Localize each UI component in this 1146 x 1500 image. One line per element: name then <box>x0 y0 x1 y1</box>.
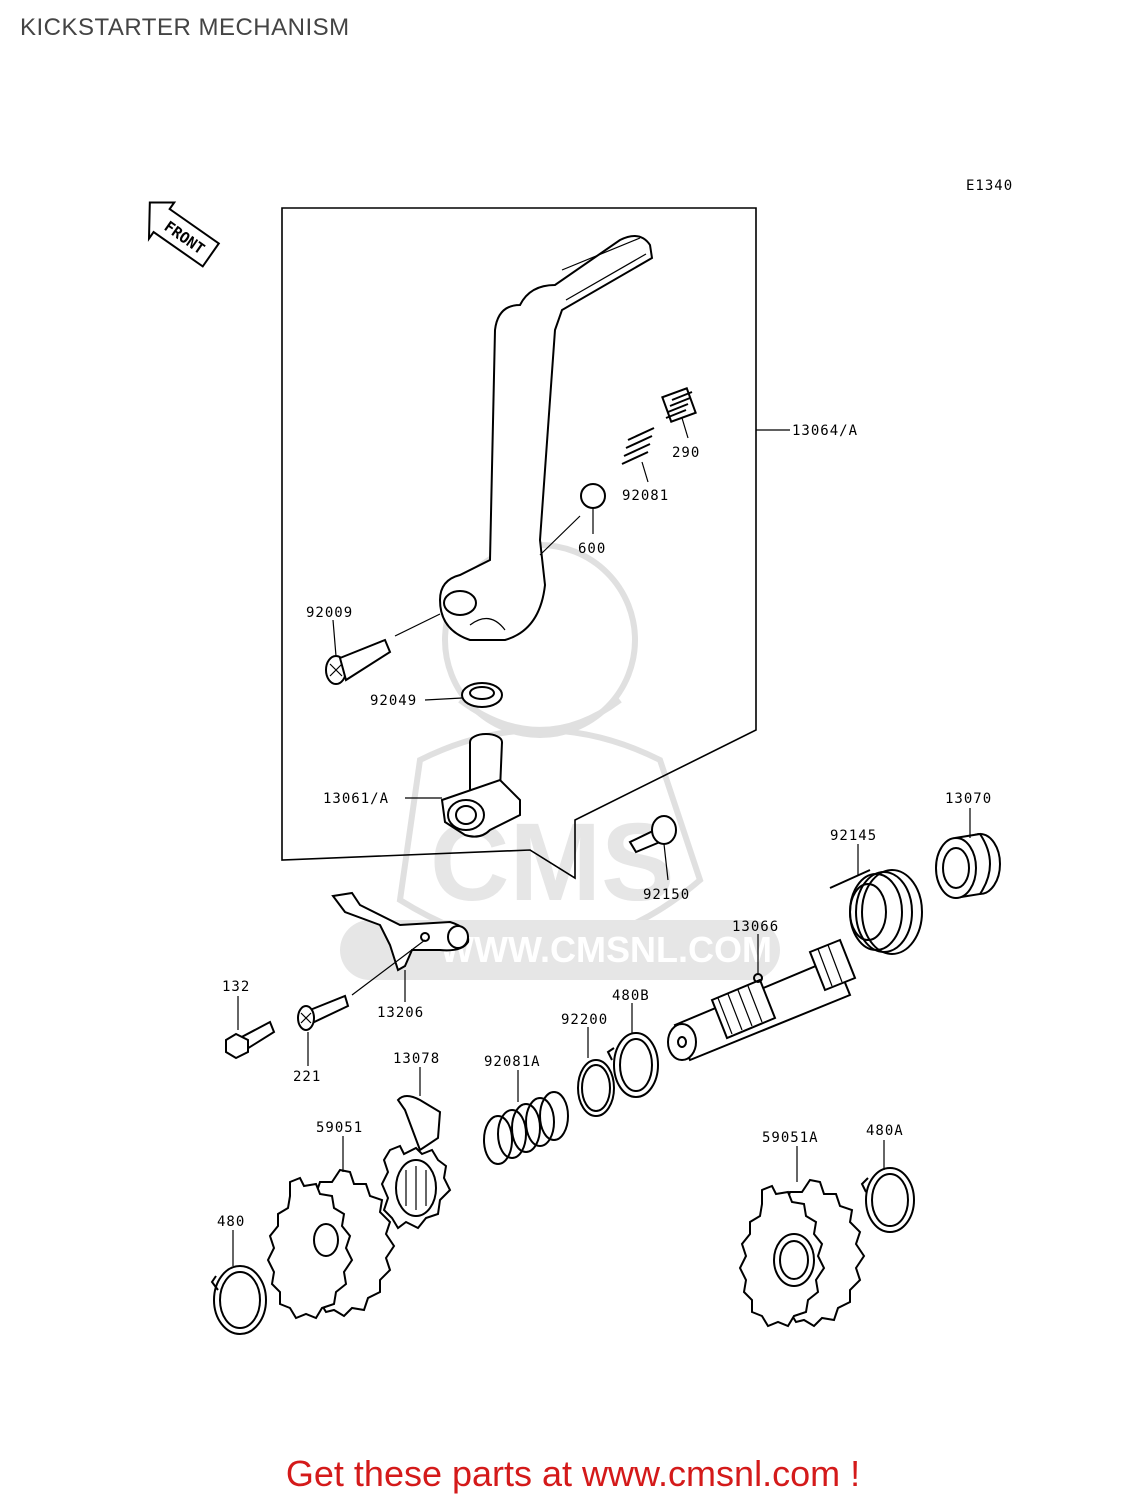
leader-600b <box>539 515 581 556</box>
washer-92200 <box>577 1059 615 1117</box>
bolt-92150 <box>628 815 677 854</box>
label-480: 480 <box>217 1214 245 1230</box>
spring-290 <box>661 387 697 423</box>
label-92200: 92200 <box>561 1012 608 1028</box>
label-13206: 13206 <box>377 1005 424 1021</box>
washer-92049 <box>461 682 503 708</box>
shaft-13066 <box>667 938 857 1062</box>
diagram-code: E1340 <box>966 178 1013 194</box>
label-92081: 92081 <box>622 488 669 504</box>
footer-link[interactable]: Get these parts at www.cmsnl.com ! <box>285 1453 861 1494</box>
bolt-92009 <box>325 638 392 685</box>
leader-92049 <box>424 697 463 701</box>
leader-290 <box>681 417 689 439</box>
spring-92081 <box>621 427 655 465</box>
bracket-cut <box>529 849 576 879</box>
collar-13070 <box>935 832 1001 899</box>
label-290: 290 <box>672 445 700 461</box>
leader-92009b <box>394 613 441 637</box>
label-221: 221 <box>293 1069 321 1085</box>
label-480b: 480B <box>612 988 650 1004</box>
kick-lever <box>438 235 654 641</box>
leader-13206-line <box>351 939 426 996</box>
ratchet-13078 <box>380 1095 452 1230</box>
bolt-132 <box>225 1020 276 1060</box>
front-arrow-icon: FRONT <box>147 201 221 268</box>
circlip-480a <box>860 1167 915 1233</box>
label-92049: 92049 <box>370 693 417 709</box>
label-132: 132 <box>222 979 250 995</box>
label-13070: 13070 <box>945 791 992 807</box>
label-13064a: 13064/A <box>792 423 858 439</box>
label-600: 600 <box>578 541 606 557</box>
label-13066: 13066 <box>732 919 779 935</box>
label-480a: 480A <box>866 1123 904 1139</box>
label-92150: 92150 <box>643 887 690 903</box>
gear-59051a <box>738 1178 866 1328</box>
screw-221 <box>297 994 350 1031</box>
label-13061a: 13061/A <box>323 791 389 807</box>
spring-92145 <box>829 869 923 955</box>
gear-59051 <box>266 1168 396 1320</box>
leader-92150 <box>663 843 669 881</box>
guide-13206 <box>331 891 470 972</box>
ball-600 <box>580 483 606 509</box>
label-59051a: 59051A <box>762 1130 819 1146</box>
watermark-url: WWW.CMSNL.COM <box>440 929 772 970</box>
circlip-480 <box>210 1265 267 1335</box>
label-92009: 92009 <box>306 605 353 621</box>
circlip-480b <box>606 1032 659 1098</box>
label-92145: 92145 <box>830 828 877 844</box>
page-title: KICKSTARTER MECHANISM <box>20 14 350 41</box>
label-13078: 13078 <box>393 1051 440 1067</box>
leader-92009 <box>332 619 337 657</box>
assembly-bracket <box>281 207 757 880</box>
shaft-13061a <box>440 733 521 838</box>
spring-92081a <box>483 1091 569 1165</box>
label-92081a: 92081A <box>484 1054 541 1070</box>
leader-92081 <box>641 461 649 483</box>
label-59051: 59051 <box>316 1120 363 1136</box>
watermark-logo: CMS WWW.CMSNL.COM <box>340 542 780 980</box>
